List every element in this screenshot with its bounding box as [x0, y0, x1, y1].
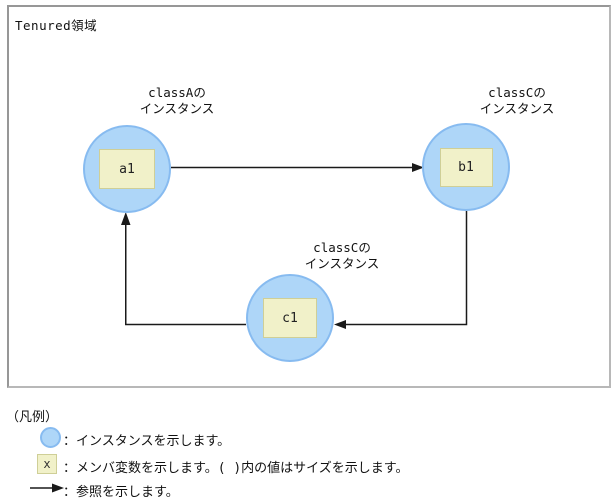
member-variable-box-icon: x [37, 454, 57, 474]
node-a1-class-label-line2: インスタンス [139, 101, 215, 116]
legend-item-instance-text: ：インスタンスを示します。 [63, 434, 231, 449]
instance-circle-icon [40, 427, 61, 448]
legend-item-member-variable-text: ：メンバ変数を示します。( )内の値はサイズを示します。 [63, 461, 409, 476]
instance-circle-c1: c1 [246, 274, 334, 362]
node-c1-class-label: classCの インスタンス [262, 240, 422, 272]
node-a1-class-label-line1: classAの [148, 85, 206, 100]
node-c1-class-label-line1: classCの [313, 240, 371, 255]
reference-arrow-icon [30, 483, 64, 493]
member-variable-box-a1: a1 [99, 149, 155, 189]
legend-item-reference-text: ：参照を示します。 [63, 485, 179, 500]
tenured-area-label: Tenured領域 [15, 18, 98, 33]
member-variable-box-c1: c1 [263, 298, 317, 338]
instance-circle-a1: a1 [83, 125, 171, 213]
node-b1-class-label: classCの インスタンス [437, 85, 597, 117]
instance-circle-b1: b1 [422, 123, 510, 211]
member-variable-box-icon-label: x [43, 457, 51, 471]
node-b1-class-label-line2: インスタンス [479, 101, 555, 116]
node-b1-class-label-line1: classCの [488, 85, 546, 100]
node-c1-class-label-line2: インスタンス [304, 256, 380, 271]
node-a1-class-label: classAの インスタンス [97, 85, 257, 117]
legend-title: （凡例） [6, 410, 59, 425]
member-variable-box-b1: b1 [439, 147, 493, 187]
